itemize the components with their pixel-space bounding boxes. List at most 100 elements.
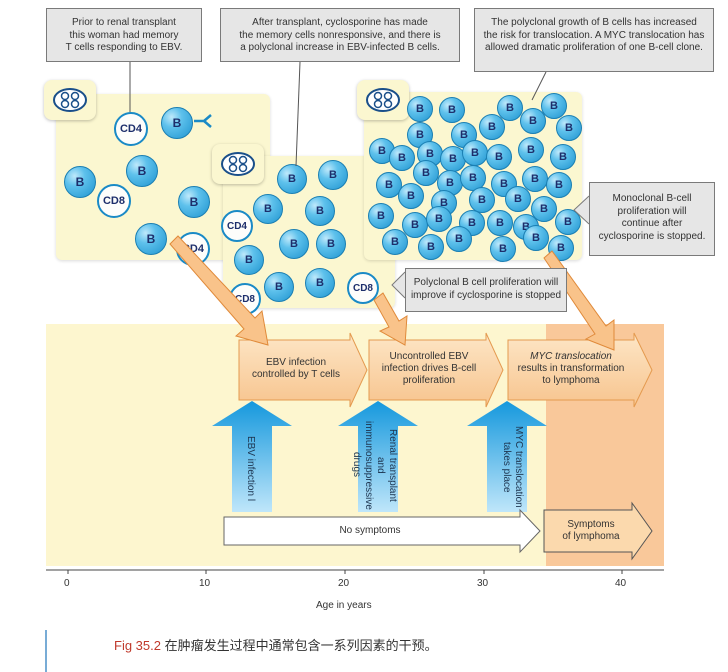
b-cell: B — [253, 194, 283, 224]
stage2-arrow — [368, 332, 504, 408]
b-cell: B — [64, 166, 96, 198]
b-cell: B — [518, 137, 544, 163]
stage-line: Uncontrolled EBV — [389, 351, 469, 362]
b-cell: B — [382, 229, 408, 255]
ebv-infection-label: EBV infection l — [245, 436, 256, 502]
b-cell: B — [523, 225, 549, 251]
b-cell: B — [389, 145, 415, 171]
b-cell: B — [279, 229, 309, 259]
stage2-label: Uncontrolled EBV infection drives B-cell… — [370, 351, 488, 387]
figure-label: Fig 35.2 — [114, 638, 161, 653]
no-symptoms-arrow — [223, 508, 541, 554]
callout-line: continue after — [621, 218, 683, 229]
nucleus-icon — [221, 152, 255, 176]
cd4-t-cell: CD4 — [176, 232, 210, 266]
b-cell: B — [479, 114, 505, 140]
cd4-t-cell: CD4 — [221, 210, 253, 242]
b-cell: B — [486, 144, 512, 170]
stage3-arrow — [507, 332, 653, 408]
stage-line: MYC translocation — [530, 351, 612, 362]
b-cell: B — [178, 186, 210, 218]
b-cell: B — [234, 245, 264, 275]
callout-line: the risk for translocation. A MYC transl… — [483, 29, 705, 41]
x-axis-title: Age in years — [316, 600, 372, 611]
callout-line: T cells responding to EBV. — [65, 42, 183, 53]
b-cell: B — [161, 107, 193, 139]
b-cell: B — [407, 96, 433, 122]
tick-label-30: 30 — [477, 578, 489, 589]
b-cell: B — [126, 155, 158, 187]
myc-translocation-arrow — [467, 401, 547, 512]
stage-line: infection drives B-cell — [381, 363, 477, 374]
b-cell: B — [522, 166, 548, 192]
ebv-infection-arrow — [212, 401, 292, 512]
callout-memory-t-cells: Prior to renal transplant this woman had… — [46, 8, 202, 62]
no-symptoms-label: No symptoms — [339, 525, 401, 536]
symptom-line: of lymphoma — [562, 531, 620, 542]
nucleus-icon — [366, 88, 400, 112]
callout-polyclonal-improve: Polyclonal B cell proliferation will imp… — [405, 268, 567, 312]
b-cell: B — [439, 97, 465, 123]
stage-line: proliferation — [402, 375, 456, 386]
callout-line: Polyclonal B cell proliferation will — [413, 277, 559, 288]
callout-line: allowed dramatic proliferation of one B-… — [485, 42, 703, 53]
cd4-t-cell: CD4 — [114, 112, 148, 146]
nucleus-icon-box-3 — [357, 80, 409, 120]
figure-caption-text: 在肿瘤发生过程中通常包含一系列因素的干预。 — [164, 638, 438, 653]
stage-line: results in transformation — [517, 363, 625, 374]
callout-line: Monoclonal B-cell — [612, 193, 692, 204]
b-cell: B — [520, 108, 546, 134]
figure-caption: Fig 35.2 在肿瘤发生过程中通常包含一系列因素的干预。 — [114, 635, 438, 654]
b-cell: B — [402, 212, 428, 238]
b-cell: B — [277, 164, 307, 194]
b-cell: B — [264, 272, 294, 302]
b-cell: B — [135, 223, 167, 255]
tick-label-0: 0 — [64, 578, 70, 589]
b-cell: B — [460, 165, 486, 191]
tick-label-40: 40 — [615, 578, 627, 589]
b-cell: B — [556, 115, 582, 141]
b-cell: B — [490, 236, 516, 262]
b-cell: B — [418, 234, 444, 260]
stage-line: controlled by T cells — [251, 369, 340, 380]
b-cell: B — [462, 140, 488, 166]
b-cell: B — [376, 172, 402, 198]
b-cell: B — [413, 160, 439, 186]
callout-line: proliferation will — [617, 205, 687, 217]
b-cell: B — [505, 186, 531, 212]
callout-line: improve if cyclosporine is stopped — [410, 289, 562, 301]
b-cell: B — [469, 187, 495, 213]
callout-line: cyclosporine is stopped. — [598, 230, 706, 242]
b-cell: B — [446, 226, 472, 252]
b-cell: B — [548, 235, 574, 261]
stage1-arrow — [238, 332, 368, 408]
callout-line: a polyclonal increase in EBV-infected B … — [240, 42, 440, 53]
b-cell: B — [546, 172, 572, 198]
tick-label-10: 10 — [199, 578, 211, 589]
nucleus-icon-box-2 — [212, 144, 264, 184]
b-cell: B — [318, 160, 348, 190]
stage-line: to lymphoma — [542, 375, 600, 386]
b-cell: B — [316, 229, 346, 259]
callout-line: Prior to renal transplant — [72, 17, 176, 28]
tick-label-20: 20 — [338, 578, 350, 589]
callout-line: After transplant, cyclosporine has made — [252, 17, 428, 28]
symptoms-arrow — [543, 501, 653, 561]
stage3-label: MYC translocation results in transformat… — [509, 351, 633, 387]
callout-cyclosporine: After transplant, cyclosporine has made … — [220, 8, 460, 62]
cd8-t-cell: CD8 — [97, 184, 131, 218]
cd8-t-cell: CD8 — [347, 272, 379, 304]
symptom-line: Symptoms — [567, 519, 615, 530]
myc-translocation-label: MYC translocation takes place — [501, 426, 524, 508]
b-cell: B — [487, 210, 513, 236]
b-cell: B — [398, 183, 424, 209]
b-cell: B — [497, 95, 523, 121]
stage1-label: EBV infection controlled by T cells — [240, 357, 352, 381]
b-cell: B — [426, 206, 452, 232]
nucleus-icon-box-1 — [44, 80, 96, 120]
stage-line: EBV infection — [265, 357, 327, 368]
cd8-t-cell: CD8 — [229, 283, 261, 315]
b-cell: B — [550, 144, 576, 170]
nucleus-icon — [53, 88, 87, 112]
